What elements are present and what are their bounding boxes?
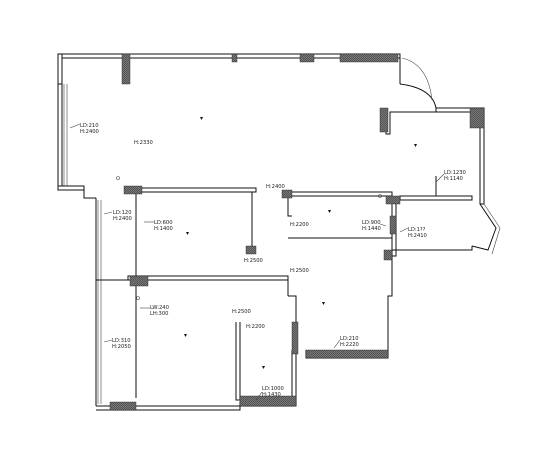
fixture-marker [136,296,140,300]
fixture-marker [116,176,120,180]
opening-labels: LD:210 H:2400 LD:1230 H:1140 LD:120 H:24… [69,123,468,401]
opening-label: LD:1000 H:1430 [262,386,286,398]
opening-label: LD:900 H:1440 [362,220,382,232]
height-label: H:2500 [232,309,251,315]
level-markers [184,117,417,369]
opening-label: LD:310 H:2050 [112,338,132,350]
height-label: H:2200 [290,222,309,228]
opening-label: LD:210 H:2220 [340,336,360,348]
opening-label: LD:600 H:1400 [154,220,174,232]
door-swing [401,57,433,101]
opening-label: LD:120 H:2400 [113,210,133,222]
interior-walls [96,187,393,401]
height-label: H:2500 [244,258,263,264]
opening-label: LD:1?? H:2410 [408,227,427,239]
outer-walls [57,53,501,411]
fixture-marker [378,194,382,198]
wall-columns [109,53,485,411]
height-label: H:2330 [134,140,153,146]
height-label: H:2500 [290,268,309,274]
height-labels: H:2330 H:2400 H:2500 H:2500 H:2200 H:250… [134,140,309,330]
opening-label: LD:210 H:2400 [80,123,100,135]
opening-label: LD:1230 H:1140 [444,170,468,182]
height-label: H:2400 [266,184,285,190]
opening-label: LW:240 LH:300 [150,305,171,317]
height-label: H:2200 [246,324,265,330]
